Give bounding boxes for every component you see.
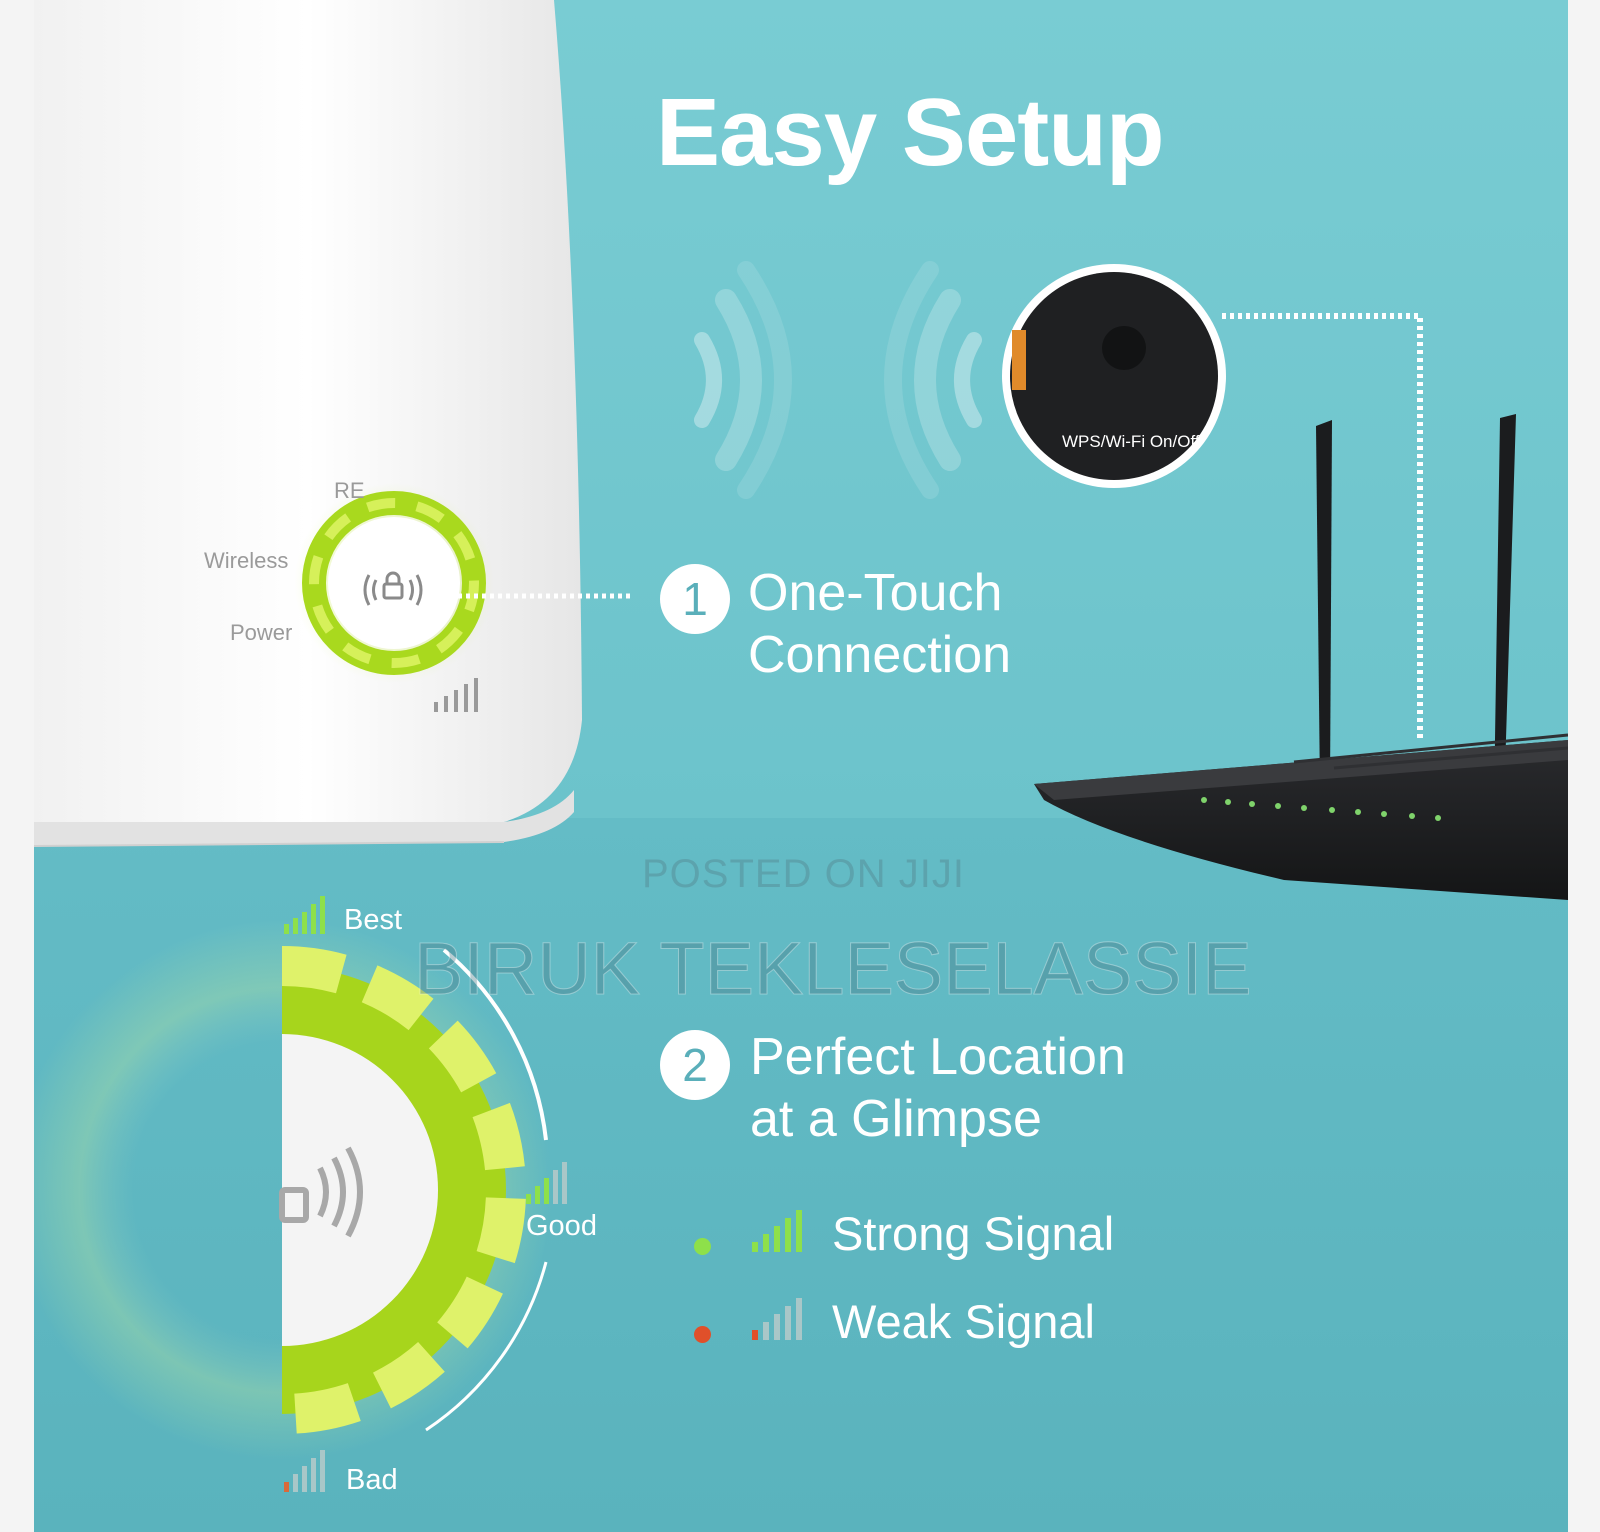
extender-signal-icon: [434, 678, 478, 712]
watermark-line-1: POSTED ON JIJI: [642, 852, 965, 896]
router-led-indicators: [1201, 797, 1441, 821]
scale-best-label: Best: [344, 904, 403, 936]
scale-good-label: Good: [526, 1210, 597, 1242]
step-2-badge: 2: [660, 1030, 730, 1100]
bad-signal-icon: [284, 1450, 325, 1492]
weak-signal-dot: [694, 1326, 711, 1343]
product-illustration: [34, 0, 1568, 1492]
step-1-line-1: One-Touch: [748, 564, 1003, 622]
label-wireless: Wireless: [204, 548, 289, 573]
label-re: RE: [334, 478, 365, 503]
closeup-lock-icon: [279, 1146, 363, 1238]
step-1-line-2: Connection: [748, 626, 1012, 684]
range-extender: [34, 0, 582, 847]
legend-strong-signal: Strong Signal: [832, 1207, 1115, 1260]
wps-button-label: WPS/Wi-Fi On/Off: [1062, 432, 1200, 451]
step-2-line-1: Perfect Location: [750, 1028, 1126, 1086]
best-signal-icon: [284, 896, 325, 934]
strong-signal-icon: [752, 1210, 802, 1252]
scale-bad-label: Bad: [346, 1464, 398, 1496]
label-power: Power: [230, 620, 293, 645]
led-ring-closeup: [34, 920, 552, 1460]
watermark-line-2: BIRUK TEKLESELASSIE: [414, 927, 1253, 1011]
product-banner: Easy Setup RE Wireless Power WPS/Wi-Fi O…: [34, 0, 1568, 1532]
page-title: Easy Setup: [656, 79, 1165, 186]
wps-button-icon: [1102, 326, 1146, 370]
step-2-line-2: at a Glimpse: [750, 1090, 1042, 1148]
legend-weak-signal: Weak Signal: [832, 1295, 1095, 1348]
router: [1002, 264, 1568, 900]
step-1-badge: 1: [660, 564, 730, 634]
wps-lock-icon: [363, 571, 423, 606]
wireless-wave-icon: [694, 261, 982, 499]
weak-signal-icon: [752, 1298, 802, 1340]
strong-signal-dot: [694, 1238, 711, 1255]
good-signal-icon: [526, 1162, 567, 1204]
